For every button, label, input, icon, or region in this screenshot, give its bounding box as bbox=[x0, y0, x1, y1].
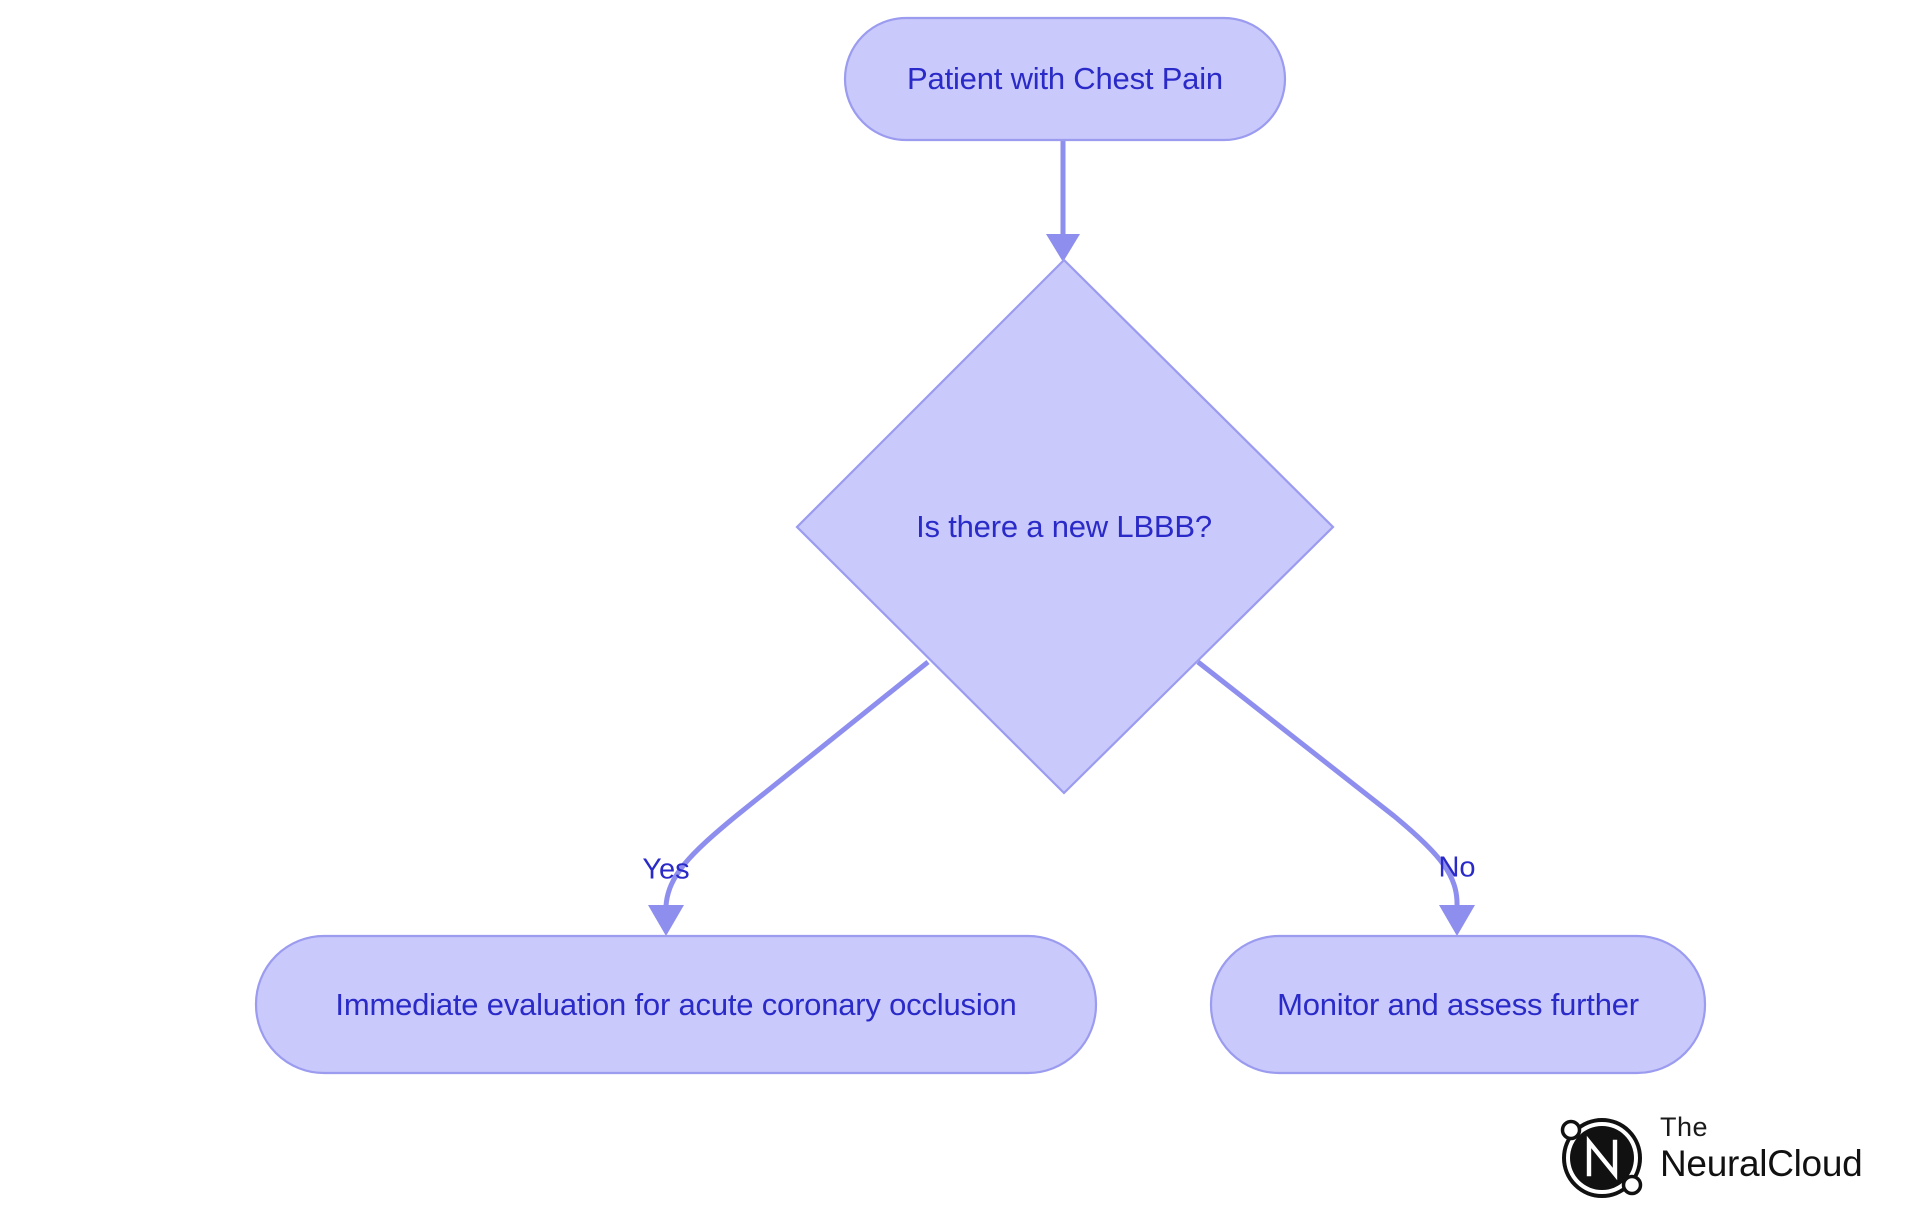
edge-decision-to-yes: Yes bbox=[642, 660, 930, 936]
edge-line-decision-no bbox=[1196, 660, 1460, 907]
arrow-head-yes bbox=[648, 905, 684, 936]
node-yes-outcome-label: Immediate evaluation for acute coronary … bbox=[335, 987, 1016, 1022]
edge-label-yes: Yes bbox=[642, 854, 689, 886]
logo-node-dot-bottom-right bbox=[1621, 1174, 1643, 1196]
node-start[interactable]: Patient with Chest Pain bbox=[843, 16, 1287, 142]
node-no-outcome[interactable]: Monitor and assess further bbox=[1209, 934, 1707, 1075]
edge-decision-to-no: No bbox=[1196, 660, 1476, 936]
node-yes-outcome[interactable]: Immediate evaluation for acute coronary … bbox=[254, 934, 1098, 1075]
node-yes-outcome-shape[interactable] bbox=[254, 934, 1098, 1075]
node-decision[interactable]: Is there a new LBBB? bbox=[795, 258, 1335, 795]
logo-outer-ring bbox=[1562, 1118, 1642, 1198]
logo-node-dot-top-left bbox=[1560, 1119, 1582, 1141]
logo-letter-n bbox=[1586, 1135, 1618, 1181]
logo-text-the: The bbox=[1660, 1112, 1709, 1142]
node-no-outcome-shape[interactable] bbox=[1209, 934, 1707, 1075]
neuralcloud-logo-icon bbox=[1560, 1118, 1643, 1198]
edge-line-decision-yes bbox=[663, 660, 930, 907]
node-decision-shape[interactable] bbox=[795, 258, 1335, 795]
logo-wordmark: The NeuralCloud bbox=[1660, 1114, 1900, 1206]
arrow-head-decision bbox=[1046, 234, 1080, 262]
node-decision-label: Is there a new LBBB? bbox=[916, 509, 1212, 544]
node-no-outcome-label: Monitor and assess further bbox=[1277, 987, 1639, 1022]
node-start-label: Patient with Chest Pain bbox=[907, 61, 1223, 96]
brand-logo: The NeuralCloud bbox=[1556, 1110, 1896, 1210]
arrow-head-no bbox=[1439, 905, 1475, 936]
node-start-shape[interactable] bbox=[843, 16, 1287, 142]
logo-text-neuralcloud: NeuralCloud bbox=[1660, 1143, 1863, 1184]
edge-label-no: No bbox=[1438, 852, 1475, 884]
edge-start-to-decision bbox=[1046, 140, 1080, 262]
